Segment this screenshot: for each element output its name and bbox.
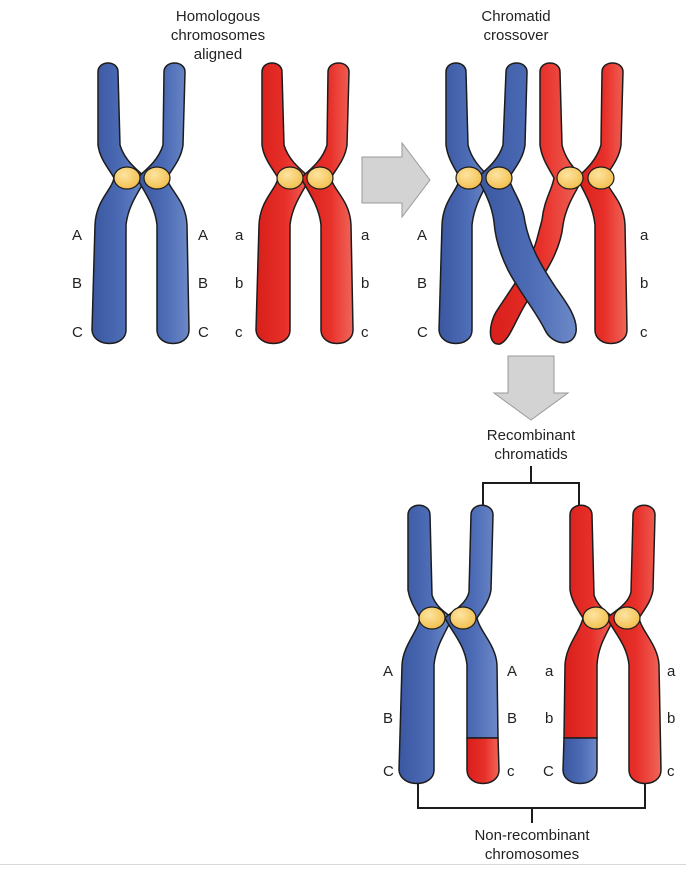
gene-label: c <box>640 324 648 341</box>
panel2-blue-inner-chromatid <box>476 62 577 344</box>
bottom-divider <box>0 864 686 865</box>
gene-label: A <box>417 227 427 244</box>
panel1-gene-labels: A B C A B C a b c a b c <box>72 227 370 341</box>
title-nonrecombinant-line1: Non-recombinant <box>474 827 590 844</box>
gene-label: A <box>198 227 208 244</box>
panel2-centromere-3 <box>556 166 584 190</box>
gene-label: C <box>417 324 428 341</box>
panel3-red-right-chromatid <box>606 504 662 785</box>
gene-label: C <box>383 763 394 780</box>
gene-label: c <box>507 763 515 780</box>
panel2-centromere-4 <box>587 166 615 190</box>
panel3-blue-tip <box>562 737 598 785</box>
gene-label: b <box>640 275 648 292</box>
panel3-red-centromere-left <box>582 606 610 630</box>
gene-label: b <box>235 275 243 292</box>
panel3-red-chromosome <box>562 504 662 785</box>
panel1-red-centromere-left <box>276 166 304 190</box>
gene-label: a <box>667 663 676 680</box>
gene-label: B <box>417 275 427 292</box>
gene-label: B <box>198 275 208 292</box>
title-nonrecombinant-line2: chromosomes <box>485 846 579 863</box>
gene-label: B <box>507 710 517 727</box>
title-recombinant: Recombinant chromatids <box>487 427 576 463</box>
gene-label: A <box>383 663 393 680</box>
title-homologous-line2: chromosomes <box>171 27 265 44</box>
gene-label: A <box>507 663 517 680</box>
panel2-blue-outer-chromatid <box>438 62 491 345</box>
panel2-red-inner-chromatid <box>489 62 584 345</box>
gene-label: c <box>361 324 369 341</box>
gene-label: a <box>235 227 244 244</box>
recombinant-bracket <box>482 466 580 508</box>
gene-label: A <box>72 227 82 244</box>
gene-label: C <box>198 324 209 341</box>
title-homologous-line3: aligned <box>194 46 242 63</box>
panel3-blue-chromosome <box>398 504 500 785</box>
panel2-red-outer-chromatid <box>576 62 628 345</box>
gene-label: b <box>545 710 553 727</box>
panel1-red-centromere-right <box>306 166 334 190</box>
gene-label: C <box>543 763 554 780</box>
title-crossover-line2: crossover <box>483 27 548 44</box>
title-recombinant-line1: Recombinant <box>487 427 576 444</box>
title-crossover: Chromatid crossover <box>481 8 550 44</box>
panel2-centromere-2 <box>485 166 513 190</box>
panel3-blue-centromere-right <box>449 606 477 630</box>
gene-label: b <box>667 710 675 727</box>
title-homologous: Homologous chromosomes aligned <box>171 8 265 63</box>
gene-label: c <box>235 324 243 341</box>
panel1-red-chromosome <box>255 62 354 345</box>
title-crossover-line1: Chromatid <box>481 8 550 25</box>
gene-label: c <box>667 763 675 780</box>
nonrecombinant-bracket <box>417 782 646 823</box>
panel2-centromere-1 <box>455 166 483 190</box>
right-arrow <box>361 141 431 219</box>
panel3-blue-left-chromatid <box>398 504 453 785</box>
panel1-red-right-chromatid <box>300 62 354 345</box>
gene-label: B <box>383 710 393 727</box>
title-nonrecombinant: Non-recombinant chromosomes <box>474 827 590 863</box>
gene-label: a <box>545 663 554 680</box>
panel1-blue-centromere-right <box>143 166 171 190</box>
gene-label: a <box>361 227 370 244</box>
down-arrow <box>492 355 570 421</box>
panel3-red-tip <box>466 737 500 785</box>
panel2-gene-labels: A B C a b c <box>417 227 649 341</box>
title-recombinant-line2: chromatids <box>494 446 567 463</box>
panel1-blue-right-chromatid <box>136 62 190 345</box>
panel3-gene-labels: A B C A B c a b C a b c <box>383 663 676 780</box>
panel3-red-centromere-right <box>613 606 641 630</box>
panel1-blue-chromosome <box>91 62 190 345</box>
gene-label: C <box>72 324 83 341</box>
panel2-crossover <box>438 62 628 345</box>
gene-label: b <box>361 275 369 292</box>
panel1-blue-left-chromatid <box>91 62 147 345</box>
panel3-blue-centromere-left <box>418 606 446 630</box>
title-homologous-line1: Homologous <box>176 8 260 25</box>
gene-label: a <box>640 227 649 244</box>
panel1-blue-centromere-left <box>113 166 141 190</box>
gene-label: B <box>72 275 82 292</box>
panel1-red-left-chromatid <box>255 62 311 345</box>
